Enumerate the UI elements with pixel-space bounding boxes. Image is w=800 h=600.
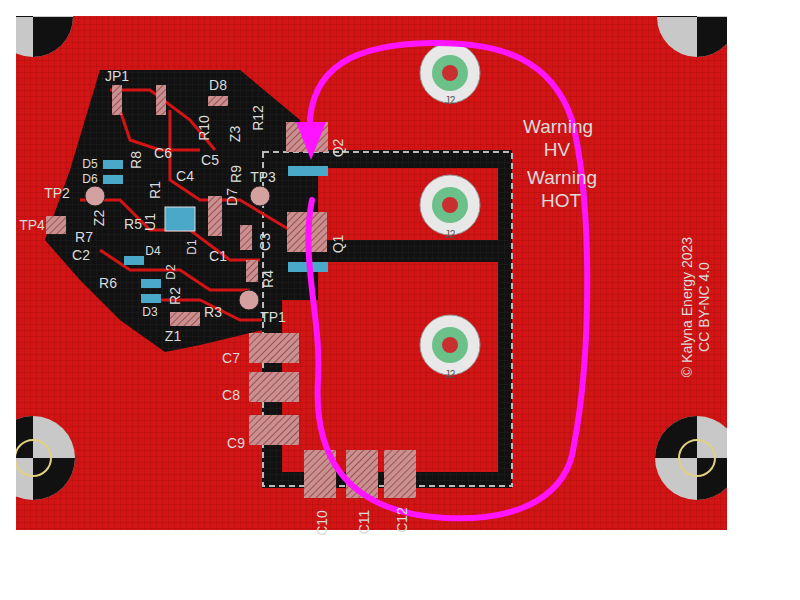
- designator-label: TP1: [260, 310, 286, 324]
- designator-label: C9: [227, 436, 245, 450]
- designator-label: U1: [143, 213, 157, 231]
- designator-label: TP2: [44, 186, 70, 200]
- designator-label: Z2: [92, 210, 106, 226]
- designator-label: D8: [209, 78, 227, 92]
- designator-label: R9: [229, 165, 243, 183]
- designator-label: R4: [261, 270, 275, 288]
- designator-label: J2: [445, 370, 456, 380]
- designator-label: C12: [395, 507, 409, 533]
- designator-label: JP1: [105, 69, 129, 83]
- warning-text: Warning: [523, 117, 593, 136]
- designator-label: C3: [258, 233, 272, 251]
- designator-label: D5: [82, 158, 97, 170]
- designator-label: D3: [142, 306, 157, 318]
- designator-label: D6: [82, 173, 97, 185]
- designator-label: R3: [204, 305, 222, 319]
- designator-label: D1: [186, 239, 198, 254]
- designator-label: D7: [225, 188, 239, 206]
- designator-label: C8: [222, 388, 240, 402]
- designator-label: R6: [99, 276, 117, 290]
- designator-label: Z1: [165, 329, 181, 343]
- copyright-text: © Kalyna Energy 2023: [680, 237, 694, 377]
- designator-label: R8: [129, 151, 143, 169]
- designator-label: R2: [168, 287, 182, 305]
- designator-label: D4: [145, 245, 160, 257]
- designator-label: C5: [201, 153, 219, 167]
- designator-label: C10: [315, 510, 329, 536]
- copyright-text: CC BY-NC 4.0: [697, 262, 711, 352]
- designator-label: C1: [209, 249, 227, 263]
- designator-label: J2: [445, 230, 456, 240]
- designator-label: R1: [148, 181, 162, 199]
- designator-label: C2: [72, 248, 90, 262]
- designator-label: Q1: [331, 235, 345, 254]
- designator-label: C11: [357, 510, 371, 535]
- designator-label: TP3: [250, 170, 276, 184]
- designator-label: Z3: [228, 126, 242, 142]
- designator-label: C7: [222, 351, 240, 365]
- designator-label: Q2: [331, 139, 345, 158]
- designator-label: TP4: [19, 218, 45, 232]
- warning-text: Warning: [527, 168, 597, 187]
- warning-text: HOT: [541, 191, 581, 210]
- warning-text: HV: [544, 140, 570, 159]
- designator-label: R7: [75, 230, 93, 244]
- designator-label: J2: [445, 96, 456, 106]
- designator-label: C6: [154, 146, 172, 160]
- designator-label: R10: [197, 115, 211, 141]
- designator-label: C4: [176, 169, 194, 183]
- designator-label: D2: [165, 264, 177, 279]
- designator-label: R5: [124, 217, 142, 231]
- designator-label: R12: [251, 105, 265, 131]
